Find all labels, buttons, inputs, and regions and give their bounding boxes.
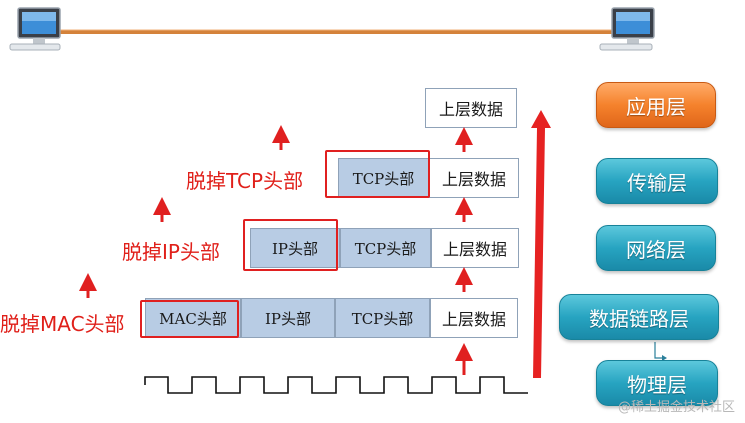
tcp-header-highlight: [325, 150, 430, 198]
tcp-header-cell: TCP头部: [335, 298, 430, 338]
big-up-arrow-icon: [531, 110, 551, 378]
computer-left-icon: [9, 7, 61, 51]
ip-header-cell: IP头部: [250, 228, 340, 268]
network-link-graphic: [9, 7, 655, 51]
layer-physical[interactable]: 物理层: [596, 360, 718, 406]
strip-label-tcp: 脱掉TCP头部: [186, 169, 304, 193]
strip-label-ip: 脱掉IP头部: [122, 240, 220, 264]
watermark-text: @稀土掘金技术社区: [617, 400, 735, 415]
layer-application[interactable]: 应用层: [596, 82, 716, 128]
strip-label-mac: 脱掉MAC头部: [0, 312, 125, 336]
ip-header-cell: IP头部: [241, 298, 335, 338]
upper-data-cell: 上层数据: [430, 298, 518, 338]
layer-transport[interactable]: 传输层: [596, 158, 718, 204]
computer-right-icon: [599, 7, 655, 51]
layer-network[interactable]: 网络层: [596, 225, 716, 271]
layer-data-link[interactable]: 数据链路层: [559, 294, 719, 340]
ip-header-highlight: [243, 219, 338, 271]
tcp-header-cell: TCP头部: [340, 228, 431, 268]
upper-data-cell: 上层数据: [431, 228, 519, 268]
upper-data-cell: 上层数据: [429, 158, 519, 198]
mac-header-highlight: [140, 300, 239, 338]
tcp-header-cell: TCP头部: [338, 158, 429, 198]
mac-header-cell: MAC头部: [145, 298, 241, 338]
layer-connector: [654, 342, 662, 359]
upper-data-cell: 上层数据: [425, 88, 517, 128]
bit-signal-wave: [144, 376, 528, 394]
